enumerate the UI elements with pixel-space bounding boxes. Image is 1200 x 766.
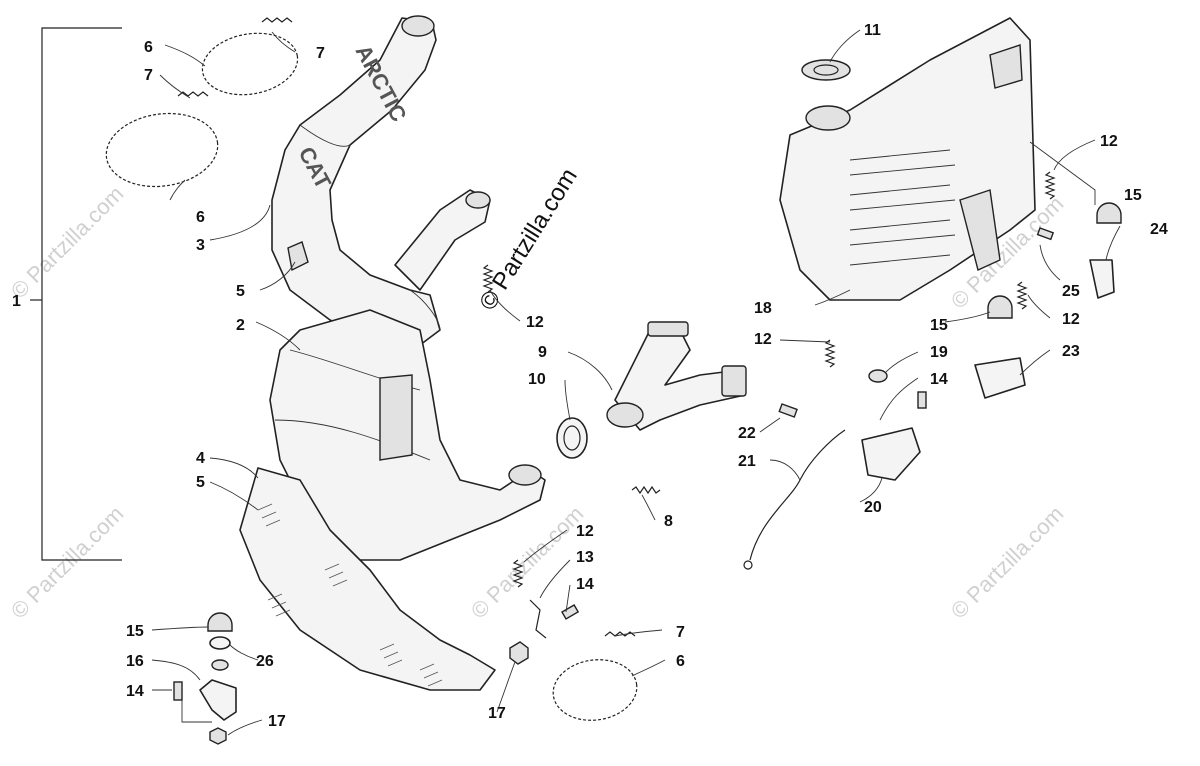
callout-5-lower: 5 xyxy=(196,474,205,491)
callout-6-top: 6 xyxy=(144,39,153,56)
callout-12-upper: 12 xyxy=(526,314,544,331)
callout-5-upper: 5 xyxy=(236,283,245,300)
callout-26: 26 xyxy=(256,653,274,670)
callout-4: 4 xyxy=(196,450,205,467)
callout-24: 24 xyxy=(1150,221,1168,238)
callout-12-right-mid: 12 xyxy=(1062,311,1080,328)
bracket-24 xyxy=(1089,259,1115,299)
callout-10: 10 xyxy=(528,371,546,388)
bracket-20 xyxy=(861,427,921,481)
callout-7-mid: 7 xyxy=(144,67,153,84)
leader-lines xyxy=(151,29,1121,736)
callout-9: 9 xyxy=(538,344,547,361)
callout-1: 1 xyxy=(12,293,21,310)
callout-7-bottom: 7 xyxy=(676,624,685,641)
hatch-pattern xyxy=(257,503,443,687)
callout-6-mid: 6 xyxy=(196,209,205,226)
filler-cap xyxy=(801,59,851,81)
callout-18: 18 xyxy=(754,300,772,317)
callout-22: 22 xyxy=(738,425,756,442)
seal-ring xyxy=(556,417,588,459)
callout-12-right-top: 12 xyxy=(1100,133,1118,150)
callout-15-right-mid: 15 xyxy=(930,317,948,334)
bracket-23 xyxy=(974,357,1026,399)
callout-21: 21 xyxy=(738,453,756,470)
callout-17-center: 17 xyxy=(488,705,506,722)
callout-19: 19 xyxy=(930,344,948,361)
callout-14-left: 14 xyxy=(126,683,144,700)
springs xyxy=(482,171,1056,588)
callout-16: 16 xyxy=(126,653,144,670)
bumper-right-top xyxy=(1096,202,1122,224)
spring-clamp-mid xyxy=(105,91,219,188)
callout-25: 25 xyxy=(1062,283,1080,300)
callout-2: 2 xyxy=(236,317,245,334)
silencer-pipe: ARCTIC CAT xyxy=(271,15,441,346)
lower-left-mount xyxy=(173,612,237,745)
bumper-right-mid xyxy=(987,295,1013,319)
callout-15-left: 15 xyxy=(126,623,144,640)
callout-11: 11 xyxy=(864,22,881,39)
callout-labels: 1 2 3 4 5 5 6 6 6 7 7 7 8 9 10 11 12 12 … xyxy=(12,22,1168,730)
spring-clamp-top xyxy=(201,17,299,96)
callout-3: 3 xyxy=(196,237,205,254)
clip-and-bolt xyxy=(509,599,580,665)
exhaust-manifold xyxy=(606,321,747,431)
callout-13: 13 xyxy=(576,549,594,566)
callout-23: 23 xyxy=(1062,343,1080,360)
callout-12-center: 12 xyxy=(576,523,594,540)
assembly-bracket xyxy=(30,27,122,561)
callout-6-bottom: 6 xyxy=(676,653,685,670)
hardware-right xyxy=(743,227,1055,570)
heat-shield xyxy=(239,467,496,691)
watermark-text: © Partzilla.com xyxy=(6,181,129,304)
callout-12-right-left: 12 xyxy=(754,331,772,348)
callout-14-center: 14 xyxy=(576,576,594,593)
expansion-chamber xyxy=(269,309,546,561)
airbox-housing xyxy=(779,17,1036,301)
callout-7-top: 7 xyxy=(316,45,325,62)
callout-20: 20 xyxy=(864,499,882,516)
callout-8: 8 xyxy=(664,513,673,530)
callout-15-right-top: 15 xyxy=(1124,187,1142,204)
spring-clamp-bottom xyxy=(552,631,638,721)
watermark-text: © Partzilla.com xyxy=(946,501,1069,624)
callout-14-right: 14 xyxy=(930,371,948,388)
callout-17-left: 17 xyxy=(268,713,286,730)
watermark-text-dark: © Partzilla.com xyxy=(474,164,583,315)
tailpipe-upper xyxy=(394,189,491,291)
watermark-text: © Partzilla.com xyxy=(6,501,129,624)
